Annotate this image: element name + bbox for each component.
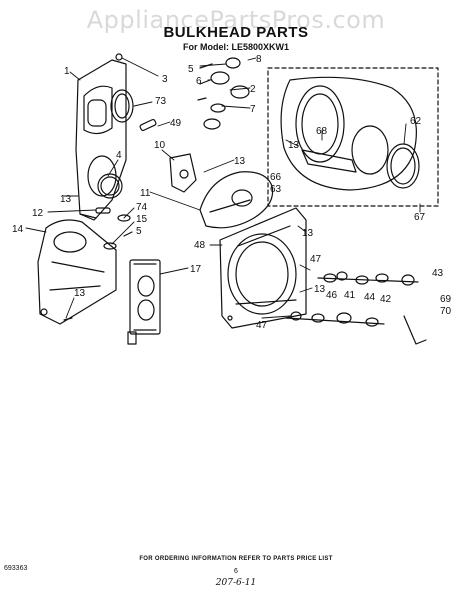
- callout-73: 73: [155, 96, 167, 107]
- callout-1: 1: [64, 66, 70, 77]
- callout-15: 15: [136, 214, 148, 225]
- bracket-10: [169, 153, 197, 193]
- callout-48: 48: [194, 240, 206, 251]
- front-bulkhead-panel: [75, 59, 127, 221]
- callout-17: 17: [190, 264, 202, 275]
- terminal-board: [127, 259, 161, 345]
- callout-68: 68: [316, 126, 328, 137]
- callout-labels: 1 3 73 49 5 6 2 8 7 10 13 4 13 11 12 74 …: [12, 54, 452, 331]
- model-line: For Model: LE5800XKW1: [182, 42, 290, 52]
- lower-rollers: [285, 311, 427, 345]
- callout-69: 69: [440, 294, 452, 305]
- callout-7: 7: [250, 104, 256, 115]
- callout-6: 6: [196, 76, 202, 87]
- callout-11: 11: [140, 188, 151, 199]
- callout-10: 10: [154, 140, 166, 151]
- callout-49: 49: [170, 118, 182, 129]
- callout-3: 3: [162, 74, 168, 85]
- front-duct-panel: [37, 219, 117, 325]
- document-number: 693363: [4, 565, 28, 572]
- idler-assembly: [317, 271, 419, 286]
- callout-14: 14: [12, 224, 24, 235]
- callout-13-mid: 13: [314, 284, 326, 295]
- callout-5-lower: 5: [136, 226, 142, 237]
- blower-housing: [199, 171, 274, 229]
- seal-ring-4: [97, 173, 123, 199]
- ordering-info-note: FOR ORDERING INFORMATION REFER TO PARTS …: [139, 556, 333, 562]
- watermark: AppliancePartsPros.com: [86, 6, 386, 34]
- callout-70: 70: [440, 306, 452, 317]
- callout-13-top: 13: [234, 156, 246, 167]
- callout-5: 5: [188, 64, 194, 75]
- callout-47-lower: 47: [256, 320, 268, 331]
- callout-62: 62: [410, 116, 422, 127]
- drum-ring-62: [386, 143, 420, 189]
- rear-bulkhead: [219, 207, 307, 329]
- small-fasteners-left: [63, 207, 133, 321]
- callout-13-drum: 13: [288, 140, 300, 151]
- drum-assembly: [267, 67, 439, 207]
- callout-13-lower: 13: [74, 288, 86, 299]
- handwritten-note: 207-6-11: [215, 578, 257, 588]
- callout-12: 12: [32, 208, 44, 219]
- callout-42: 42: [380, 294, 392, 305]
- callout-66: 66: [270, 172, 282, 183]
- callout-74: 74: [136, 202, 148, 213]
- callout-8: 8: [256, 54, 262, 65]
- callout-44: 44: [364, 292, 376, 303]
- callout-13-right: 13: [302, 228, 314, 239]
- callout-43: 43: [432, 268, 444, 279]
- pin-49: [139, 118, 157, 132]
- leader-lines: [25, 57, 421, 319]
- page-number: 6: [234, 568, 238, 575]
- bumper-clips: [197, 57, 250, 130]
- door-gasket: [110, 89, 134, 123]
- callout-4: 4: [116, 150, 122, 161]
- screw-3: [115, 53, 123, 61]
- callout-63: 63: [270, 184, 282, 195]
- callout-47-upper: 47: [310, 254, 322, 265]
- callout-67: 67: [414, 212, 426, 223]
- callout-2: 2: [250, 84, 256, 95]
- callout-46: 46: [326, 290, 338, 301]
- page-title: BULKHEAD PARTS: [163, 24, 309, 41]
- callout-13-left: 13: [60, 194, 72, 205]
- callout-41: 41: [344, 290, 356, 301]
